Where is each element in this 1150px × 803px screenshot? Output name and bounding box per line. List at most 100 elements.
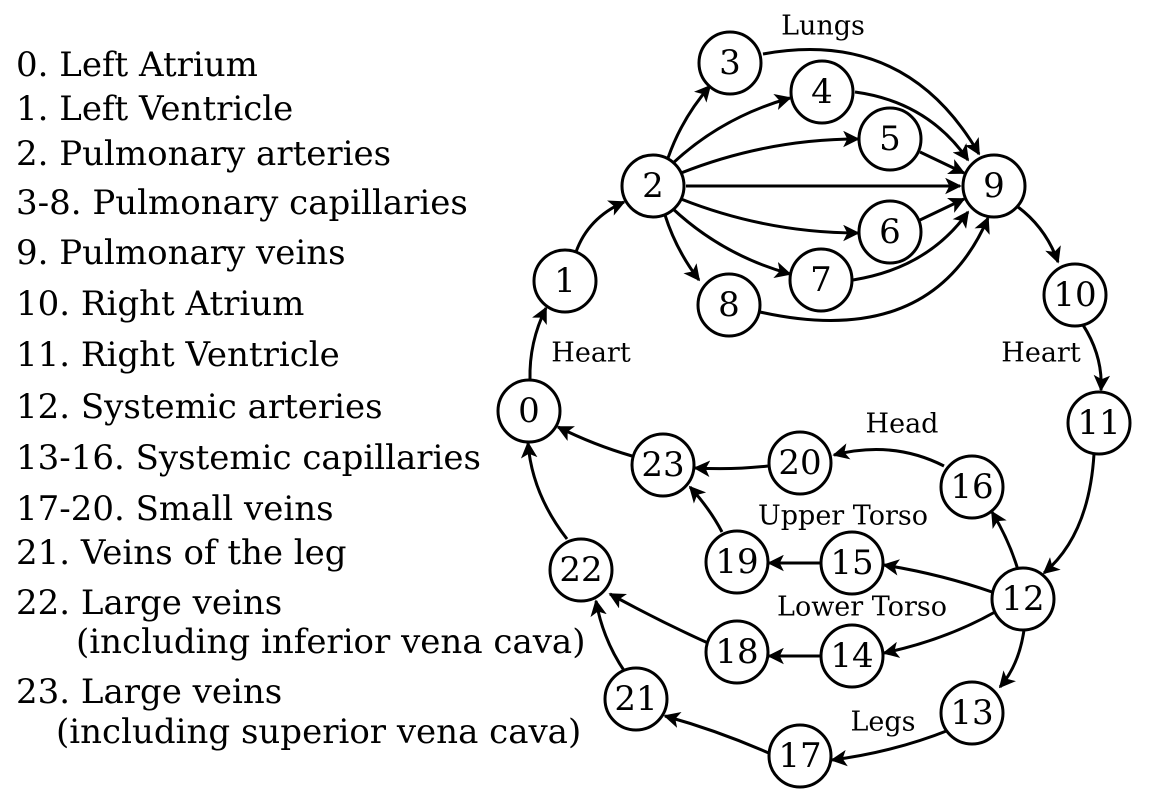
legend-item: 13-16. Systemic capillaries	[16, 438, 481, 478]
edge-4-9	[854, 90, 970, 162]
node-9: 9	[961, 153, 1027, 219]
node-17-label: 17	[778, 736, 821, 776]
region-label-heart-right: Heart	[1001, 338, 1081, 369]
node-13: 13	[939, 680, 1005, 746]
node-16: 16	[939, 454, 1005, 520]
node-5-label: 5	[879, 119, 901, 159]
node-23: 23	[630, 432, 696, 498]
edge-9-10	[1017, 205, 1061, 264]
node-22: 22	[548, 537, 614, 603]
node-15-label: 15	[830, 543, 873, 583]
edge-19-23	[688, 485, 724, 533]
edge-2-4	[670, 94, 792, 166]
edge-8-9	[759, 216, 990, 322]
edge-2-5	[680, 130, 860, 175]
node-7-label: 7	[810, 260, 832, 300]
edge-23-0	[556, 425, 633, 458]
node-23-label: 23	[641, 445, 684, 485]
edge-11-12	[1042, 453, 1096, 575]
edge-0-1	[528, 306, 548, 381]
node-7: 7	[788, 247, 854, 313]
edge-20-23	[693, 460, 769, 478]
legend-item: 0. Left Atrium	[16, 45, 258, 85]
node-16-label: 16	[950, 467, 993, 507]
legend: 0. Left Atrium 1. Left Ventricle 2. Pulm…	[16, 45, 585, 752]
node-10: 10	[1042, 262, 1108, 328]
edges	[520, 48, 1111, 767]
node-21-label: 21	[614, 679, 657, 719]
edge-22-0	[520, 441, 569, 540]
edge-12-14	[882, 610, 996, 658]
node-1: 1	[532, 248, 598, 314]
edge-12-13	[998, 629, 1026, 689]
legend-item: (including inferior vena cava)	[76, 622, 585, 662]
legend-item: 21. Veins of the leg	[16, 533, 347, 573]
edge-10-11	[1081, 324, 1111, 392]
edge-12-15	[882, 559, 993, 594]
node-2: 2	[620, 153, 686, 219]
node-19-label: 19	[715, 542, 758, 582]
node-19: 19	[704, 529, 770, 595]
edge-7-9	[852, 210, 970, 282]
node-4-label: 4	[811, 72, 833, 112]
node-14-label: 14	[830, 636, 873, 676]
node-6: 6	[857, 199, 923, 265]
node-8-label: 8	[718, 285, 740, 325]
node-11-label: 11	[1077, 403, 1120, 443]
edge-12-16	[990, 510, 1020, 571]
region-labels: Lungs Heart Heart Head Upper Torso Lower…	[551, 11, 1081, 738]
node-3: 3	[697, 30, 763, 96]
node-10-label: 10	[1053, 275, 1096, 315]
node-1-label: 1	[554, 261, 576, 301]
edge-3-9	[762, 48, 981, 156]
legend-item: 17-20. Small veins	[16, 489, 334, 529]
node-4: 4	[789, 59, 855, 125]
node-22-label: 22	[559, 550, 602, 590]
region-label-head: Head	[866, 409, 939, 440]
node-18-label: 18	[715, 632, 758, 672]
node-18: 18	[704, 619, 770, 685]
legend-item: 1. Left Ventricle	[16, 89, 293, 129]
edge-2-6	[680, 197, 860, 242]
region-label-lungs: Lungs	[781, 11, 865, 42]
legend-item: 12. Systemic arteries	[16, 387, 383, 427]
node-0: 0	[496, 378, 562, 444]
node-6-label: 6	[879, 212, 901, 252]
region-label-legs: Legs	[850, 707, 915, 738]
node-20: 20	[767, 430, 833, 496]
edge-6-9	[919, 197, 966, 222]
legend-item: 3-8. Pulmonary capillaries	[16, 183, 468, 223]
legend-item: 22. Large veins	[16, 583, 282, 623]
nodes: 0 1 2 3 4 5 6 7 8 9 10 11 12 13 14 15 16…	[496, 30, 1132, 789]
legend-item: 10. Right Atrium	[16, 284, 304, 324]
node-21: 21	[603, 666, 669, 732]
node-17: 17	[767, 723, 833, 789]
node-3-label: 3	[719, 43, 741, 83]
node-9-label: 9	[983, 166, 1005, 206]
legend-item: 11. Right Ventricle	[16, 335, 340, 375]
node-11: 11	[1066, 390, 1132, 456]
node-12-label: 12	[1001, 579, 1044, 619]
edge-16-20	[832, 443, 945, 468]
region-label-heart-left: Heart	[551, 338, 631, 369]
legend-item: 9. Pulmonary veins	[16, 233, 346, 273]
edge-5-9	[919, 150, 966, 175]
node-15: 15	[819, 530, 885, 596]
edge-13-17	[830, 728, 950, 767]
region-label-upper-torso: Upper Torso	[758, 501, 928, 532]
edge-18-22	[608, 592, 709, 645]
node-5: 5	[857, 106, 923, 172]
legend-item: 23. Large veins	[16, 672, 282, 712]
node-8: 8	[696, 272, 762, 338]
node-0-label: 0	[518, 391, 540, 431]
edge-2-7	[670, 206, 792, 278]
edge-17-21	[663, 712, 772, 756]
legend-item: (including superior vena cava)	[56, 712, 581, 752]
region-label-lower-torso: Lower Torso	[777, 592, 947, 623]
node-14: 14	[819, 623, 885, 689]
edge-21-22	[590, 599, 627, 673]
edge-2-8	[663, 214, 701, 282]
edge-2-3	[666, 84, 712, 159]
node-13-label: 13	[950, 693, 993, 733]
legend-item: 2. Pulmonary arteries	[16, 134, 391, 174]
